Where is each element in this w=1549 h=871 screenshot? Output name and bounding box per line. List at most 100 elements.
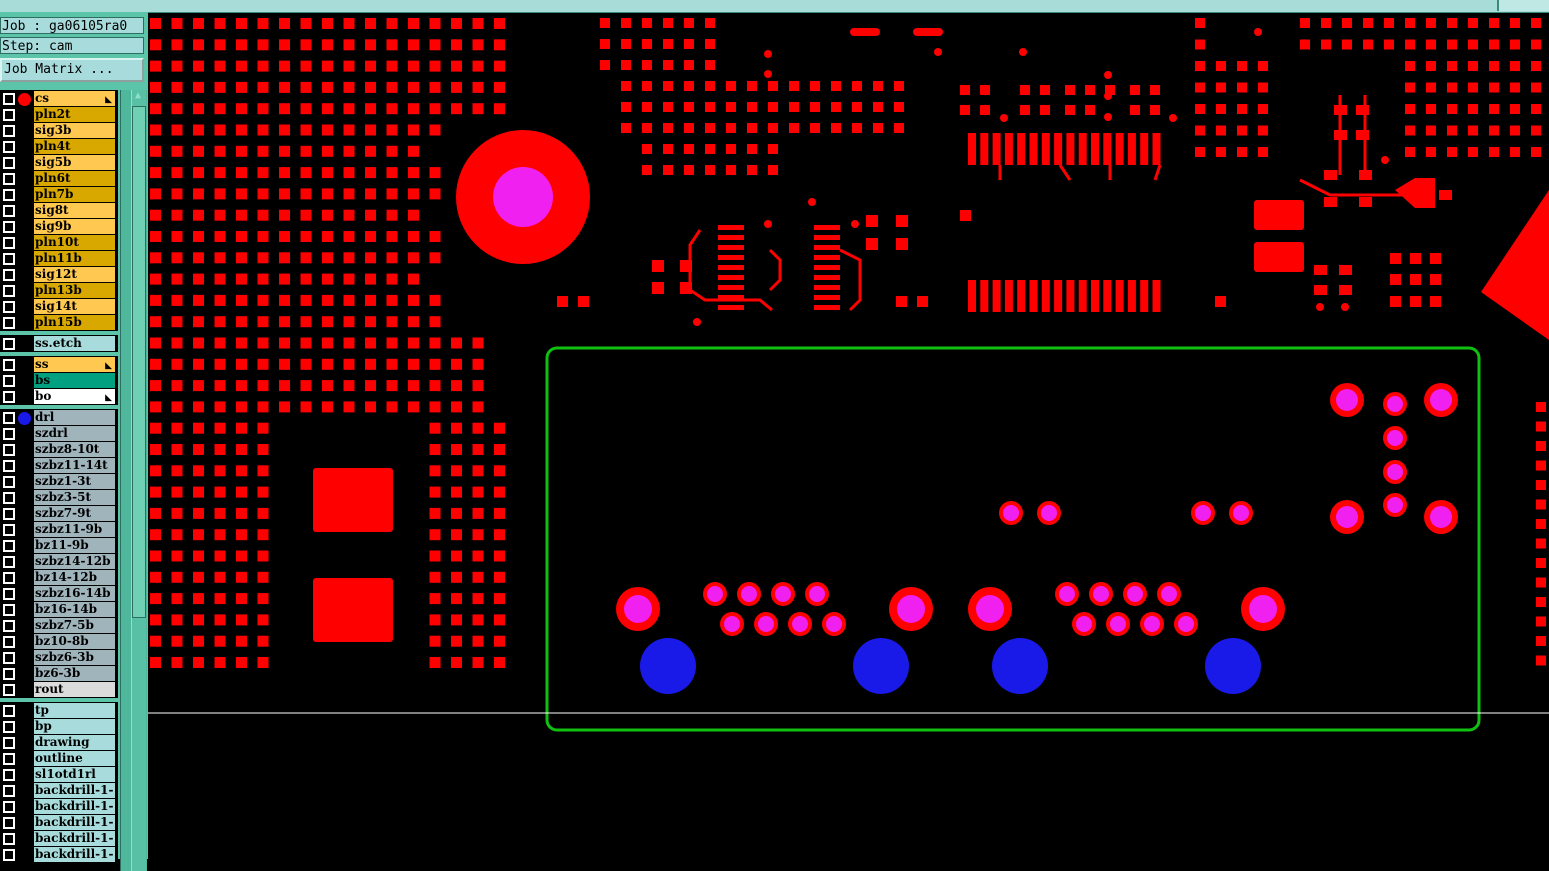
layer-name[interactable]: bp [34, 719, 115, 734]
layer-name[interactable]: bz10-8b [34, 634, 115, 649]
layer-name[interactable]: szbz16-14b [34, 586, 115, 601]
layer-name[interactable]: pln15b [34, 315, 115, 330]
job-matrix-button[interactable]: Job Matrix ... [0, 58, 144, 82]
layer-row[interactable]: sig9b [0, 219, 118, 235]
layer-name[interactable]: pln13b [34, 283, 115, 298]
layer-row[interactable]: tp [0, 703, 118, 719]
layer-row[interactable]: bz16-14b [0, 602, 118, 618]
layer-checkbox[interactable] [3, 705, 15, 717]
layer-row[interactable]: szbz7-5b [0, 618, 118, 634]
layer-row[interactable]: szbz8-10t [0, 442, 118, 458]
layer-list-scrollbar[interactable]: ▲ [120, 90, 147, 871]
layer-checkbox[interactable] [3, 668, 15, 680]
layer-row[interactable]: bz14-12b [0, 570, 118, 586]
layer-name[interactable]: tp [34, 703, 115, 718]
layer-row[interactable]: pln10t [0, 235, 118, 251]
layer-row[interactable]: backdrill-1- [0, 783, 118, 799]
layer-name[interactable]: szbz11-14t [34, 458, 115, 473]
layer-checkbox[interactable] [3, 636, 15, 648]
layer-row[interactable]: backdrill-1- [0, 799, 118, 815]
layer-name[interactable]: pln6t [34, 171, 115, 186]
layer-checkbox[interactable] [3, 508, 15, 520]
layer-name[interactable]: sig12t [34, 267, 115, 282]
layer-row[interactable]: ss.etch [0, 336, 118, 352]
layer-name[interactable]: pln2t [34, 107, 115, 122]
layer-row[interactable]: backdrill-1- [0, 831, 118, 847]
layer-checkbox[interactable] [3, 157, 15, 169]
layer-checkbox[interactable] [3, 460, 15, 472]
layer-name[interactable]: rout [34, 682, 115, 697]
layer-row[interactable]: bz6-3b [0, 666, 118, 682]
layer-name[interactable]: szbz1-3t [34, 474, 115, 489]
layer-checkbox[interactable] [3, 769, 15, 781]
layer-row[interactable]: szbz11-14t [0, 458, 118, 474]
layer-name[interactable]: outline [34, 751, 115, 766]
layer-name[interactable]: backdrill-1- [34, 847, 115, 862]
layer-checkbox[interactable] [3, 338, 15, 350]
layer-checkbox[interactable] [3, 391, 15, 403]
layer-row[interactable]: backdrill-1- [0, 847, 118, 863]
layer-row[interactable]: pln2t [0, 107, 118, 123]
layer-checkbox[interactable] [3, 141, 15, 153]
layer-row[interactable]: sig5b [0, 155, 118, 171]
scroll-up-arrow-icon[interactable]: ▲ [134, 90, 142, 101]
layer-checkbox[interactable] [3, 604, 15, 616]
layer-row[interactable]: szbz14-12b [0, 554, 118, 570]
layer-checkbox[interactable] [3, 833, 15, 845]
layer-name[interactable]: szbz14-12b [34, 554, 115, 569]
layer-checkbox[interactable] [3, 476, 15, 488]
layer-name[interactable]: backdrill-1- [34, 831, 115, 846]
layer-name[interactable]: bz6-3b [34, 666, 115, 681]
layer-checkbox[interactable] [3, 173, 15, 185]
layer-checkbox[interactable] [3, 524, 15, 536]
layer-row[interactable]: szdrl [0, 426, 118, 442]
layer-name[interactable]: bs [34, 373, 115, 388]
layer-row[interactable]: bo◣ [0, 389, 118, 405]
scroll-thumb[interactable] [132, 106, 146, 618]
layer-checkbox[interactable] [3, 785, 15, 797]
layer-name[interactable]: bz16-14b [34, 602, 115, 617]
layer-checkbox[interactable] [3, 540, 15, 552]
layer-checkbox[interactable] [3, 189, 15, 201]
layer-row[interactable]: bs [0, 373, 118, 389]
layer-row[interactable]: pln11b [0, 251, 118, 267]
layer-name[interactable]: sig5b [34, 155, 115, 170]
layer-checkbox[interactable] [3, 359, 15, 371]
layer-name[interactable]: szbz11-9b [34, 522, 115, 537]
layer-checkbox[interactable] [3, 737, 15, 749]
layer-row[interactable]: pln15b [0, 315, 118, 331]
layer-name[interactable]: szbz8-10t [34, 442, 115, 457]
layer-row[interactable]: szbz3-5t [0, 490, 118, 506]
layer-row[interactable]: ss◣ [0, 357, 118, 373]
layer-row[interactable]: szbz6-3b [0, 650, 118, 666]
layer-checkbox[interactable] [3, 125, 15, 137]
layer-name[interactable]: backdrill-1- [34, 815, 115, 830]
layer-checkbox[interactable] [3, 237, 15, 249]
layer-row[interactable]: bz11-9b [0, 538, 118, 554]
layer-checkbox[interactable] [3, 753, 15, 765]
layer-row[interactable]: szbz16-14b [0, 586, 118, 602]
step-name-label[interactable]: Step: cam [0, 37, 144, 54]
layer-row[interactable]: szbz11-9b [0, 522, 118, 538]
layer-name[interactable]: pln4t [34, 139, 115, 154]
layer-row[interactable]: pln7b [0, 187, 118, 203]
layer-checkbox[interactable] [3, 93, 15, 105]
top-bar-control[interactable] [1497, 0, 1549, 11]
layer-name[interactable]: pln7b [34, 187, 115, 202]
layer-row[interactable]: szbz1-3t [0, 474, 118, 490]
layer-checkbox[interactable] [3, 620, 15, 632]
layer-name[interactable]: sig14t [34, 299, 115, 314]
layer-checkbox[interactable] [3, 428, 15, 440]
layer-checkbox[interactable] [3, 801, 15, 813]
layer-row[interactable]: sig3b [0, 123, 118, 139]
layer-row[interactable]: pln4t [0, 139, 118, 155]
layer-checkbox[interactable] [3, 109, 15, 121]
layer-row[interactable]: sig8t [0, 203, 118, 219]
layer-checkbox[interactable] [3, 253, 15, 265]
layer-checkbox[interactable] [3, 588, 15, 600]
layer-name[interactable]: ss.etch [34, 336, 115, 351]
layer-name[interactable]: bz11-9b [34, 538, 115, 553]
layer-row[interactable]: rout [0, 682, 118, 698]
layer-checkbox[interactable] [3, 684, 15, 696]
layer-row[interactable]: pln13b [0, 283, 118, 299]
